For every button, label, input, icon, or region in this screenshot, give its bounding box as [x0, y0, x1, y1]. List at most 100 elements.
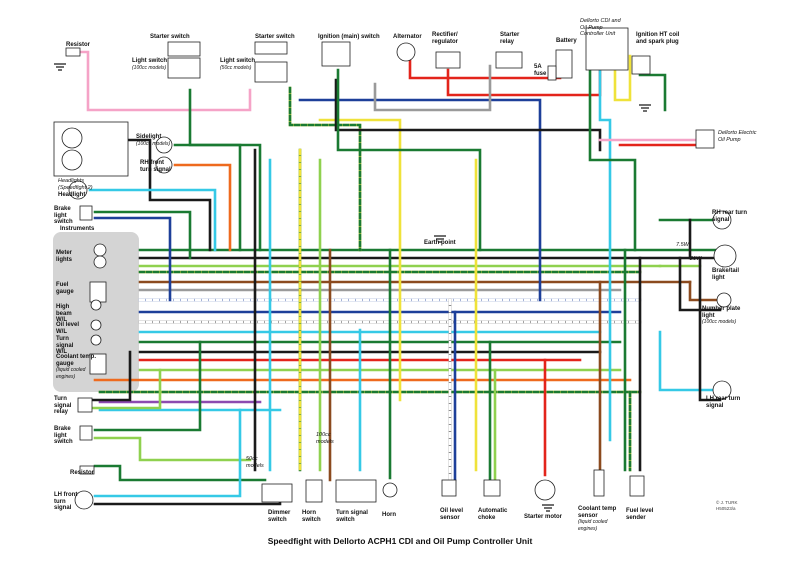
instrument-panel — [53, 232, 139, 392]
label-earth-point: Earth point — [424, 240, 456, 246]
headlight-panel — [53, 121, 129, 177]
l-blue-brake-wire — [93, 216, 172, 302]
label-fuel-gauge: Fuel gauge — [56, 282, 74, 295]
meter-light-1 — [93, 243, 107, 257]
cdi-unit — [585, 27, 629, 71]
number-plate-bulb — [716, 292, 732, 308]
headlight-bulb-2 — [61, 149, 83, 171]
label-headlights: Headlights (Speedfight 2) — [58, 178, 93, 191]
fuel-gauge — [89, 281, 107, 303]
top-pink-wire — [76, 50, 252, 112]
label-starter-relay: Starter relay — [500, 32, 520, 45]
label-rh-front: RH front turn signal — [140, 160, 171, 173]
headlight-bulb-3 — [68, 180, 88, 200]
alternator — [396, 42, 416, 62]
label-lh-rear: LH rear turn signal — [706, 396, 741, 409]
rh-rear-bulb — [712, 210, 732, 230]
light-switch-100-table — [167, 57, 201, 79]
label-brake-switch-bottom: Brake light switch — [54, 426, 73, 445]
l-lightblue-head-wire — [88, 188, 217, 252]
top-green-ht-wire — [638, 73, 667, 112]
label-cdi: Dellorto CDI and Oil Pump Controller Uni… — [580, 18, 621, 37]
label-headlight: Headlight — [58, 192, 86, 198]
resistor-bottom — [79, 465, 95, 475]
label-brake-tail: Brake/tail light — [712, 268, 740, 281]
top-grey-wire — [373, 64, 492, 112]
r-black-plate-wire — [678, 256, 722, 312]
label-oil-sensor: Oil level sensor — [440, 508, 464, 521]
headlight-bulb-1 — [61, 127, 83, 149]
oil-level-wl — [90, 319, 102, 331]
label-brake-switch-top: Brake light switch — [54, 206, 73, 225]
label-50cc-models: 50cc models — [246, 456, 264, 469]
label-oil-pump: Dellorto Electric Oil Pump — [718, 130, 757, 143]
copyright-credit: © J. TURK H50523/a — [716, 500, 738, 512]
r-brown-plate-wire — [688, 280, 722, 302]
label-auto-choke: Automatic choke — [478, 508, 508, 521]
dimmer-switch — [261, 483, 293, 503]
brake-switch-bottom — [79, 425, 93, 441]
label-ignition-switch: Ignition (main) switch — [318, 34, 380, 40]
starter-relay-box — [495, 51, 523, 69]
label-meter-lights: Meter lights — [56, 250, 73, 263]
top-lightblue-wire — [598, 68, 612, 442]
v-green-338-wire — [336, 68, 482, 252]
wiring-harness — [76, 50, 722, 506]
coolant-sensor — [593, 469, 605, 497]
top-green-cdi-wire — [588, 68, 637, 252]
l-black-relay-wire — [88, 350, 132, 402]
r-lightblue-lh-wire — [658, 330, 722, 392]
l-green-brake2-wire — [93, 340, 202, 432]
turn-signal-wl — [90, 334, 102, 346]
brake-switch-top — [79, 205, 93, 221]
label-fuel-sender: Fuel level sender — [626, 508, 654, 521]
top-yellow-wire — [318, 118, 402, 402]
label-light-switch-50: Light switch(50cc models) — [220, 58, 255, 71]
diagram-caption: Speedfight with Dellorto ACPH1 CDI and O… — [267, 536, 533, 546]
label-turn-relay: Turn signal relay — [54, 396, 72, 415]
label-ht-coil: Ignition HT coil and spark plug — [636, 32, 680, 45]
top-green-wire — [188, 88, 262, 252]
battery — [555, 49, 573, 79]
fuse-box — [547, 65, 557, 81]
horn — [382, 482, 398, 498]
ignition-switch-table — [321, 41, 351, 67]
label-horn-switch: Horn switch — [302, 510, 321, 523]
label-light-switch-100: Light switch(100cc models) — [132, 58, 167, 71]
label-rh-rear: RH rear turn signal — [712, 210, 748, 223]
coolant-gauge — [89, 353, 107, 375]
top-yellow-2-wire-stripe — [288, 86, 362, 252]
label-number-plate: Number plate light(100cc models) — [702, 306, 741, 325]
l-lightgreen-brake2-wire — [93, 436, 252, 462]
light-switch-50-table — [254, 61, 288, 83]
label-starter-switch-100: Starter switch — [150, 34, 190, 40]
l-orange-rh-wire — [173, 163, 232, 252]
resistor-top — [65, 47, 81, 57]
oil-level-sensor — [441, 479, 457, 497]
l-green-sidelight-wire — [173, 143, 242, 252]
label-alternator: Alternator — [393, 34, 422, 40]
earth-symbol — [542, 504, 554, 512]
label-fuse: 5A fuse — [534, 64, 547, 77]
ht-coil — [631, 55, 651, 75]
l-green-brake-wire — [93, 210, 192, 260]
automatic-choke — [483, 479, 501, 497]
top-red-2-wire — [446, 68, 602, 97]
lh-front-bulb — [74, 490, 94, 510]
starter-motor — [534, 479, 556, 501]
brake-tail-bulb — [713, 244, 737, 268]
l-lightgreen-relay-wire — [88, 368, 162, 410]
label-coolant-gauge: Coolant temp. gauge(liquid cooled engine… — [56, 354, 96, 380]
label-oil-level-wl: Oil level W/L — [56, 322, 80, 335]
rh-front-bulb — [155, 156, 173, 174]
label-turn-signal-wl: Turn signal W/L — [56, 336, 74, 355]
l-black-head-wire — [103, 138, 212, 252]
high-beam-wl — [90, 299, 102, 311]
label-sidelight: Sidelight(100cc models) — [136, 134, 171, 147]
label-lh-front: LH front turn signal — [54, 492, 78, 511]
cdi-yellow-wire — [613, 54, 632, 102]
label-horn: Horn — [382, 512, 396, 518]
lh-rear-bulb — [712, 380, 732, 400]
credit-line-2: H50523/a — [716, 506, 736, 511]
